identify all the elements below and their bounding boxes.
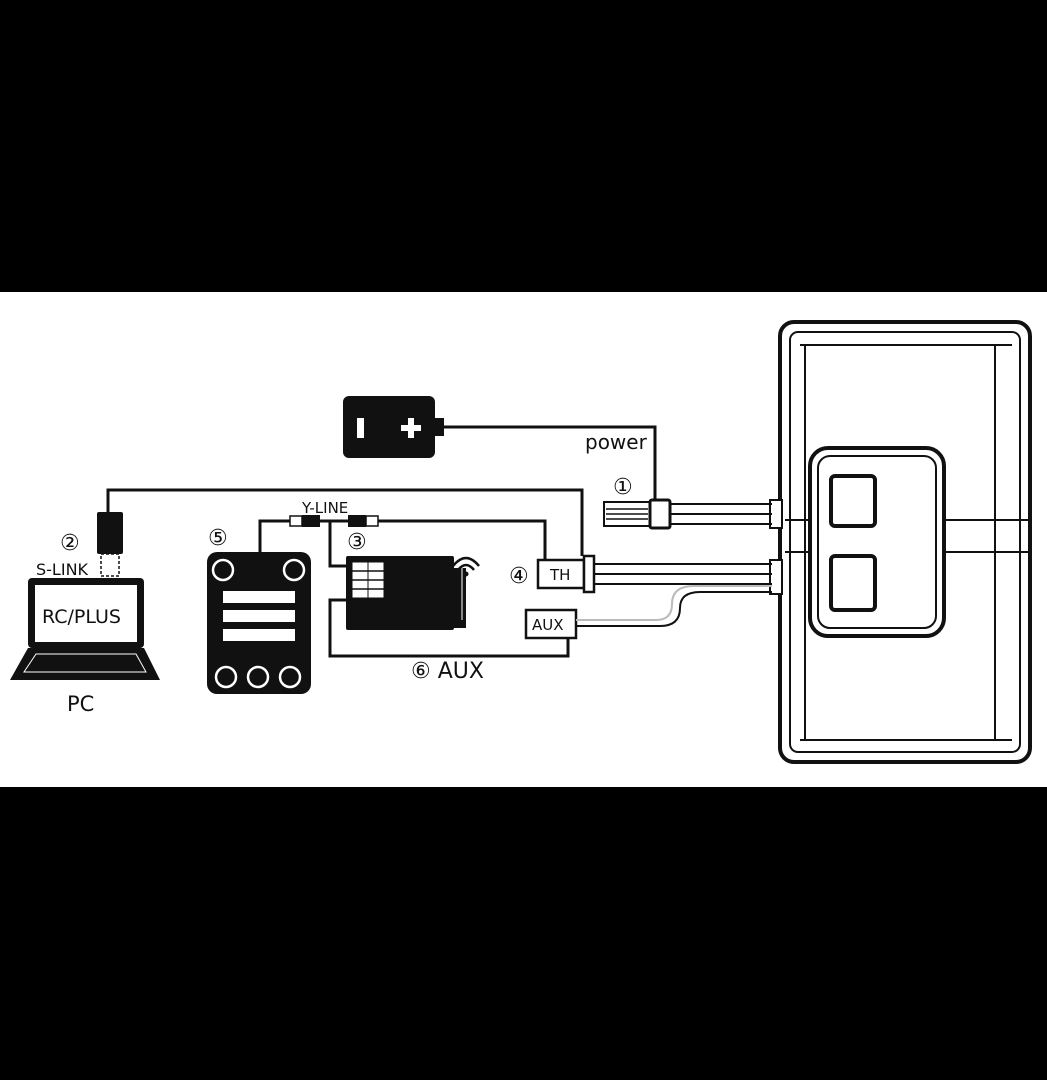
- yline-plug-mid: [302, 515, 320, 527]
- marker-2: ②: [60, 531, 80, 556]
- esc-button-bottom: [829, 554, 877, 612]
- aux-wire-label: ⑥ AUX: [411, 659, 484, 684]
- bottom-letterbox: [0, 787, 1047, 1080]
- slink-wire: [106, 488, 584, 556]
- marker-5: ⑤: [208, 526, 228, 551]
- aux-loop-wire: [328, 598, 570, 658]
- control-board-icon: [207, 552, 311, 694]
- usb-plug: [97, 512, 123, 577]
- power-connector: [603, 498, 772, 530]
- esc-unit: [769, 320, 1032, 764]
- yline-plug-right-dark: [348, 515, 366, 527]
- aux-connector: [524, 585, 772, 640]
- yline-plug-right: [365, 515, 379, 527]
- laptop-icon: [10, 578, 160, 680]
- battery-icon: [343, 396, 444, 458]
- power-wire: [444, 425, 657, 500]
- yline-receiver-wire: [328, 521, 348, 568]
- top-letterbox: [0, 0, 1047, 292]
- marker-1: ①: [613, 475, 633, 500]
- marker-3: ③: [347, 530, 367, 555]
- yline-label: Y-LINE: [301, 499, 348, 517]
- receiver-icon: [346, 556, 466, 630]
- rcplus-label: RC/PLUS: [42, 606, 121, 628]
- wifi-signal-icon: [452, 556, 480, 577]
- marker-4: ④: [509, 564, 529, 589]
- yline-right-wire: [378, 519, 547, 560]
- th-connector: [536, 554, 772, 594]
- power-label: power: [585, 430, 648, 454]
- esc-button-top: [829, 474, 877, 528]
- pc-label: PC: [67, 692, 94, 716]
- slink-label: S-LINK: [36, 560, 89, 579]
- th-label: TH: [549, 566, 570, 584]
- aux-label: AUX: [532, 616, 564, 634]
- yline-left-wire: [258, 519, 290, 556]
- yline-plug-left: [289, 515, 303, 527]
